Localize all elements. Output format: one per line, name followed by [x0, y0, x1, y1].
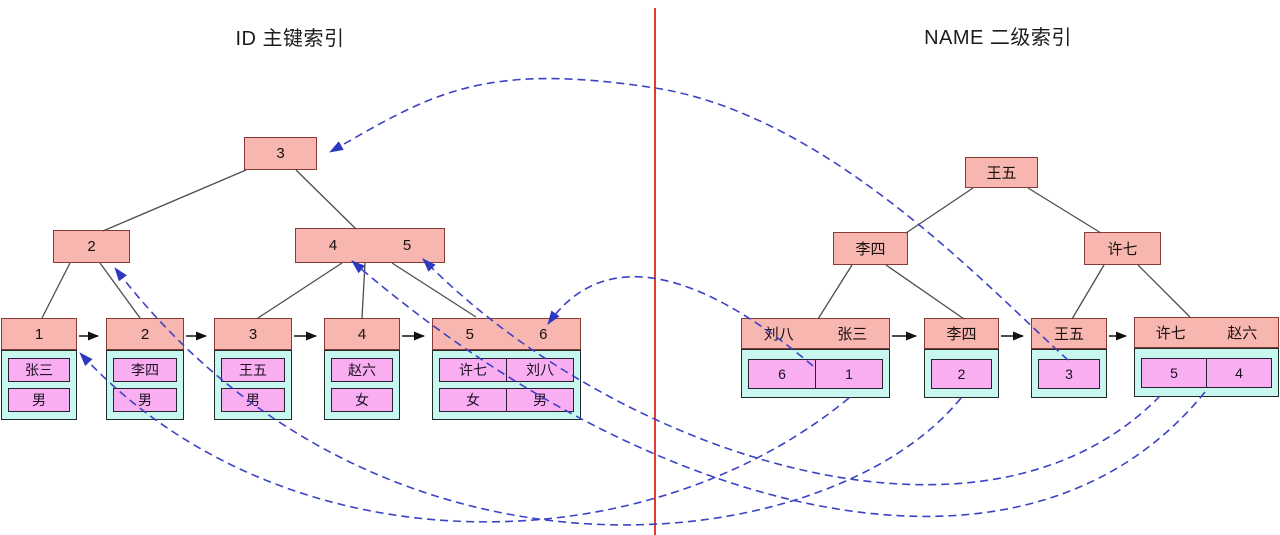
leaf-key: 5	[465, 325, 474, 343]
row-name-cell: 李四	[113, 358, 177, 382]
name-leaf-wangwu: 王五 3	[1031, 318, 1107, 398]
row-name-cell: 赵六	[331, 358, 393, 382]
node-key: 王五	[986, 165, 1017, 182]
node-key: 2	[87, 238, 96, 255]
row-name-cell: 许七	[439, 358, 507, 382]
leaf-key: 6	[539, 325, 548, 343]
row-gender-cell: 男	[8, 388, 70, 412]
name-leaf-liuba-zhangsan: 刘八 张三 6 1	[741, 318, 890, 398]
primary-key-cell: 4	[1206, 357, 1272, 388]
id-root-node: 3	[244, 137, 317, 170]
node-key: 3	[276, 145, 285, 162]
row-gender-cell: 女	[331, 388, 393, 412]
name-leaf-xuqi-zhaoliu: 许七 赵六 5 4	[1134, 317, 1279, 397]
node-key: 许七	[1107, 241, 1138, 258]
leaf-key: 李四	[946, 326, 977, 343]
row-gender-cell: 男	[113, 388, 177, 412]
leaf-key: 3	[248, 325, 258, 343]
primary-key-cell: 1	[815, 358, 883, 389]
id-internal-node-2: 2	[53, 230, 130, 263]
id-leaf-3: 3 王五 男	[214, 318, 292, 420]
leaf-key: 赵六	[1227, 325, 1258, 342]
name-internal-node-lisi: 李四	[833, 232, 908, 265]
id-leaf-2: 2 李四 男	[106, 318, 184, 420]
leaf-key: 2	[140, 325, 150, 343]
id-internal-node-4-5: 4 5	[295, 228, 445, 263]
leaf-key: 刘八	[763, 326, 794, 343]
node-key: 4	[328, 237, 338, 254]
id-leaf-5-6: 5 6 许七 刘八 女 男	[432, 318, 581, 420]
row-gender-cell: 男	[221, 388, 285, 412]
leaf-key: 4	[357, 325, 367, 343]
primary-key-cell: 3	[1038, 358, 1100, 389]
name-internal-node-xuqi: 许七	[1084, 232, 1161, 265]
primary-key-cell: 2	[931, 358, 992, 389]
row-gender-cell: 女	[439, 388, 507, 412]
node-key: 5	[402, 237, 412, 254]
leaf-key: 王五	[1053, 326, 1084, 343]
row-name-cell: 王五	[221, 358, 285, 382]
primary-key-cell: 5	[1141, 357, 1207, 388]
right-index-title: NAME 二级索引	[924, 27, 1072, 49]
node-key: 李四	[855, 241, 886, 258]
leaf-key: 许七	[1155, 325, 1186, 342]
name-leaf-lisi: 李四 2	[924, 318, 999, 398]
row-name-cell: 张三	[8, 358, 70, 382]
name-root-node: 王五	[965, 157, 1038, 188]
row-name-cell: 刘八	[506, 358, 574, 382]
left-index-title: ID 主键索引	[235, 28, 345, 50]
row-gender-cell: 男	[506, 388, 574, 412]
leaf-key: 张三	[837, 326, 868, 343]
leaf-key: 1	[34, 325, 44, 343]
id-leaf-1: 1 张三 男	[1, 318, 77, 420]
id-leaf-4: 4 赵六 女	[324, 318, 400, 420]
primary-key-cell: 6	[748, 358, 816, 389]
